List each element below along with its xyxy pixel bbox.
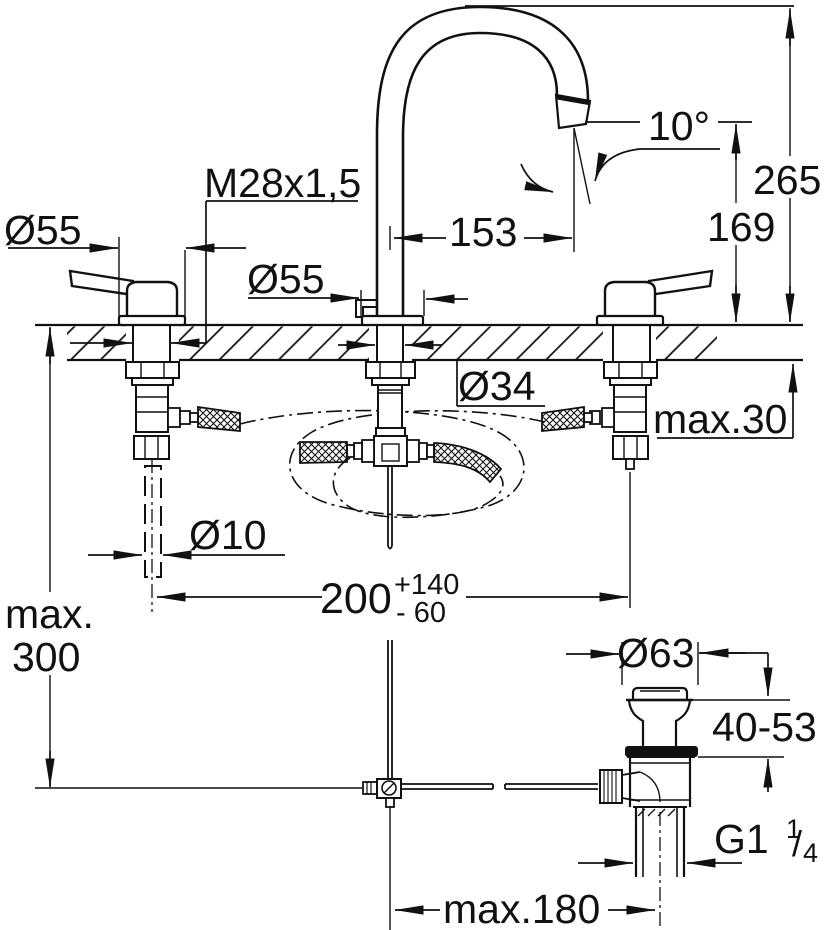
dim-dia34-hole	[456, 359, 545, 407]
label-dia34: Ø34	[458, 363, 536, 409]
drain-cap	[631, 686, 689, 702]
pop-up-drain-valve	[599, 686, 698, 930]
label-10deg: 10°	[648, 103, 710, 149]
countertop-section	[35, 323, 803, 362]
label-dia63: Ø63	[617, 630, 695, 676]
label-dia55-center: Ø55	[247, 256, 325, 302]
label-dia55-left: Ø55	[4, 207, 82, 253]
pop-up-rod	[362, 466, 598, 930]
pop-up-knob	[355, 299, 378, 318]
label-265: 265	[753, 157, 821, 203]
dim-dia63-drain	[566, 642, 768, 685]
label-tolerance-plus: +140	[394, 569, 459, 601]
label-fraction-denominator: 4	[803, 838, 818, 868]
dim-dia55-left	[8, 237, 246, 319]
label-fraction-numerator: 1	[786, 814, 801, 844]
label-153: 153	[449, 209, 517, 255]
dim-153-reach	[389, 226, 573, 250]
label-40-53: 40-53	[712, 704, 817, 750]
dim-200-spacing	[156, 472, 631, 608]
label-max-word: max.	[5, 591, 94, 637]
label-fraction-slash: /	[792, 823, 802, 864]
dim-m28-thread	[70, 200, 358, 348]
dim-40-53-range	[691, 653, 790, 792]
dimension-labels: Ø55 M28x1,5 Ø55 153 10° 265 169 Ø34 max.…	[4, 103, 821, 930]
label-dia10: Ø10	[189, 512, 267, 558]
spout-and-shank	[299, 5, 592, 484]
clamp-screw	[362, 781, 378, 795]
spout-inner	[401, 31, 559, 317]
label-max30: max.30	[653, 396, 787, 442]
dim-265-height	[465, 5, 795, 323]
label-300: 300	[12, 634, 80, 680]
dim-max300-depth	[35, 327, 362, 789]
dim-max30-deck	[657, 363, 798, 439]
label-max180: max.180	[443, 886, 600, 930]
label-m28-thread: M28x1,5	[204, 160, 361, 206]
dim-dia55-center	[248, 290, 468, 350]
spout-outer	[375, 5, 590, 317]
label-g1: G1	[714, 816, 769, 862]
drain-seal	[625, 746, 698, 757]
label-tolerance-minus: - 60	[396, 597, 446, 629]
label-169: 169	[707, 204, 775, 250]
left-handle	[68, 269, 241, 612]
threaded-rod-dashed	[144, 465, 162, 578]
right-handle	[541, 269, 714, 470]
label-200: 200	[320, 575, 392, 623]
dim-10deg-angle	[520, 121, 752, 252]
drain-knurled-knob	[599, 769, 623, 804]
